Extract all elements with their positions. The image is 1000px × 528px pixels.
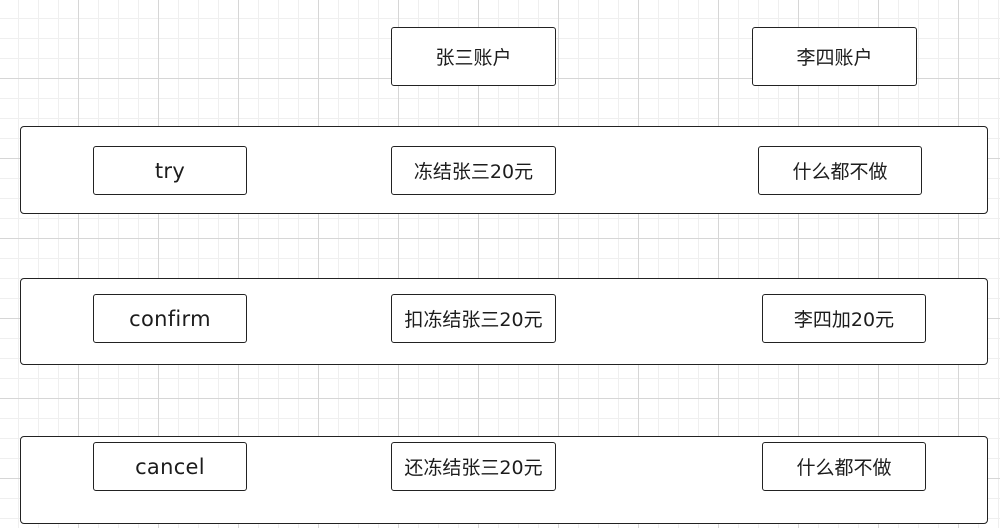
confirm-account-b-action: 李四加20元 [762,294,926,343]
cancel-phase-label: cancel [93,442,247,491]
account-b-header: 李四账户 [752,27,917,86]
account-a-header: 张三账户 [391,27,556,86]
cancel-account-a-action: 还冻结张三20元 [391,442,556,491]
confirm-phase-label: confirm [93,294,247,343]
confirm-account-a-action: 扣冻结张三20元 [391,294,556,343]
try-account-a-action: 冻结张三20元 [391,146,556,195]
try-account-b-action: 什么都不做 [758,146,922,195]
cancel-account-b-action: 什么都不做 [762,442,926,491]
try-phase-label: try [93,146,247,195]
